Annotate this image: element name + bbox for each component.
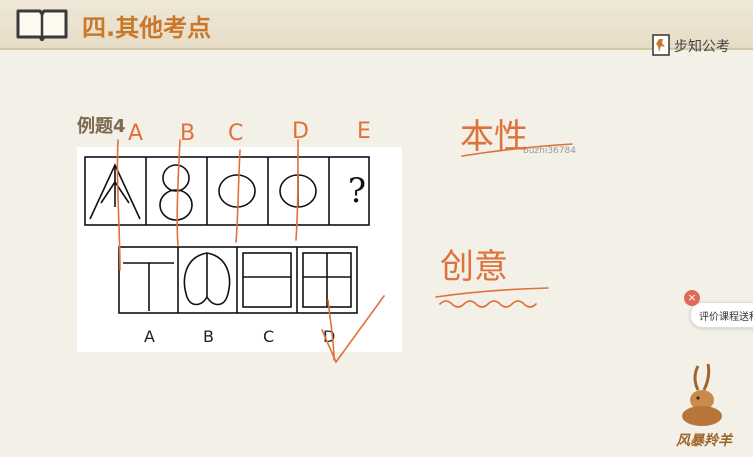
ink-line-b bbox=[176, 139, 181, 247]
handwritten-letter-a: A bbox=[128, 121, 143, 146]
watermark: buzhi36784 bbox=[523, 146, 576, 156]
question-mark: ? bbox=[348, 171, 366, 211]
antelope-logo-icon bbox=[682, 363, 722, 426]
example-title: 例题4 bbox=[77, 116, 126, 137]
option-c-figure bbox=[242, 252, 292, 308]
checkmark-icon bbox=[321, 295, 385, 364]
option-a-figure bbox=[123, 262, 174, 311]
figure-a-shape bbox=[89, 163, 141, 220]
handwritten-letter-b: B bbox=[180, 121, 195, 146]
figure-ellipse-shape bbox=[218, 174, 256, 208]
option-b-figure bbox=[183, 252, 231, 306]
handwritten-letter-c: C bbox=[228, 121, 243, 146]
feedback-label: 评价课程送积分 bbox=[699, 312, 753, 323]
brand-name: 步知公考 bbox=[674, 39, 730, 55]
logo-text: 风暴羚羊 bbox=[676, 433, 732, 449]
ink-line-under-d bbox=[327, 299, 335, 361]
ink-underline-top bbox=[461, 143, 573, 157]
ink-line-c bbox=[235, 149, 241, 243]
ink-line-a bbox=[116, 139, 121, 271]
ink-underline-bottom bbox=[435, 287, 549, 298]
feedback-button[interactable]: 评价课程送积分 bbox=[690, 302, 753, 328]
header-bar: 四.其他考点 bbox=[0, 0, 753, 50]
close-icon[interactable]: × bbox=[684, 290, 700, 306]
options-row-frame bbox=[118, 246, 358, 314]
option-d-figure bbox=[302, 252, 352, 308]
handwritten-letter-e: E bbox=[357, 119, 371, 144]
brand-logo-icon bbox=[652, 34, 670, 56]
option-label-b: B bbox=[203, 327, 214, 346]
sequence-row-frame bbox=[84, 156, 370, 226]
option-label-c: C bbox=[263, 327, 275, 346]
puzzle-figure: ? bbox=[84, 156, 370, 314]
handwritten-note-top: 本性 bbox=[460, 117, 528, 157]
section-title: 四.其他考点 bbox=[82, 14, 212, 42]
option-label-a: A bbox=[144, 327, 155, 346]
figure-eight-shape bbox=[159, 164, 193, 221]
book-icon bbox=[16, 9, 68, 41]
handwritten-letter-d: D bbox=[292, 119, 309, 144]
ink-line-d bbox=[295, 139, 299, 241]
ink-wavy-line bbox=[439, 300, 537, 308]
handwritten-note-bottom: 创意 bbox=[440, 247, 508, 287]
